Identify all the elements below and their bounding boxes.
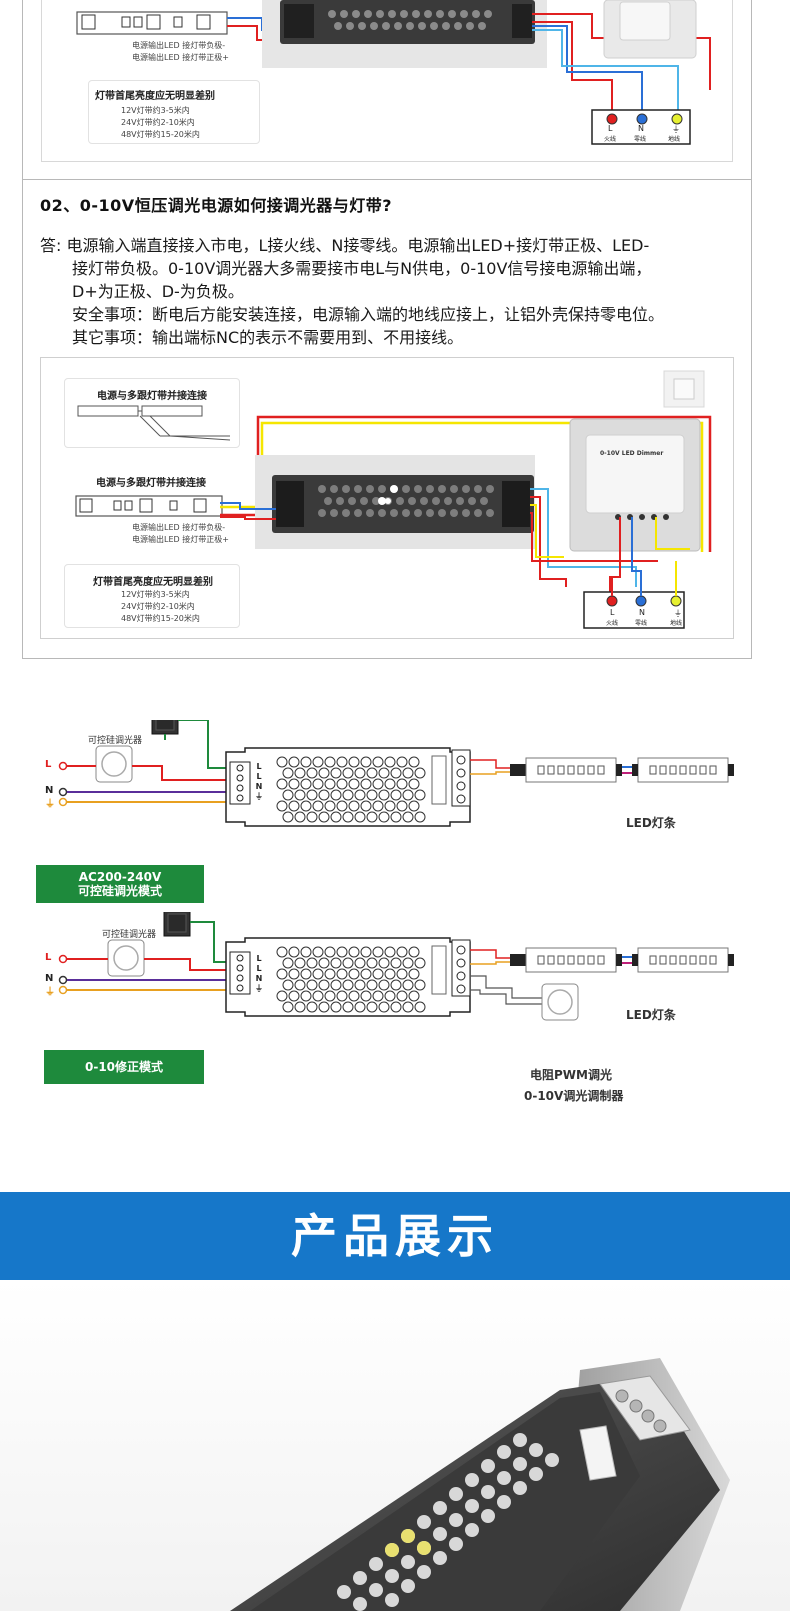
answer-line-3: D+为正极、D-为负极。 — [72, 282, 244, 301]
pwm-label-1: 电阻PWM调光 — [530, 1068, 612, 1082]
faq-terminal-ground-sub: 地线 — [670, 620, 683, 627]
dimmer-panel-text: 0-10V LED Dimmer — [600, 450, 664, 457]
top-brightness-box: 灯带首尾亮度应无明显差别 12V灯带约3-5米内 24V灯带约2-10米内 48… — [88, 80, 260, 144]
psu-body — [272, 475, 534, 533]
wiring2-label-l: L — [45, 952, 52, 963]
faq-terminal-ground: ⏚ — [674, 609, 682, 618]
wiring1-tag-line-1: AC200-240V — [78, 870, 162, 884]
wiring2-pin-4: ⏚ — [255, 984, 263, 993]
series-strips-diagram — [77, 405, 231, 441]
wiring1-mode-tag: AC200-240V 可控硅调光模式 — [36, 865, 204, 903]
terminal-l: L — [608, 124, 613, 133]
parallel-strip-icon — [75, 495, 223, 517]
wiring-diagram-2 — [58, 912, 734, 1021]
wiring1-label-ground: ⏚ — [45, 799, 55, 810]
parallel-title: 电源与多跟灯带并接连接 — [96, 478, 206, 489]
brightness-box: 灯带首尾亮度应无明显差别 12V灯带约3-5米内 24V灯带约2-10米内 48… — [64, 564, 240, 628]
faq-terminal-l-sub: 火线 — [606, 620, 619, 627]
parallel-output-notes: 电源输出LED 接灯带负极- 电源输出LED 接灯带正极+ — [132, 522, 272, 546]
product-photo — [0, 1280, 790, 1611]
brightness-line-48v: 48V灯带约15-20米内 — [121, 130, 200, 139]
wiring1-dimmer-label: 可控硅调光器 — [88, 736, 143, 746]
brightness-title: 灯带首尾亮度应无明显差别 — [95, 91, 215, 102]
top-diagram — [76, 0, 711, 145]
pwm-label-2: 0-10V调光调制器 — [524, 1089, 624, 1103]
faq-terminal-labels: L N ⏚ 火线 零线 地线 — [584, 608, 684, 628]
wiring2-pin-2: L — [256, 964, 262, 973]
parallel-note-positive: 电源输出LED 接灯带正极+ — [132, 535, 229, 544]
faq-terminal-n-sub: 零线 — [635, 620, 648, 627]
question-title: 02、0-10V恒压调光电源如何接调光器与灯带? — [40, 196, 392, 215]
answer-line-2: 接灯带负极。0-10V调光器大多需要接市电L与N供电，0-10V信号接电源输出端… — [72, 259, 652, 278]
answer-line-5: 其它事项：输出端标NC的表示不需要用到、不用接线。 — [72, 328, 464, 347]
wiring1-label-l: L — [45, 759, 52, 770]
top-terminal-labels: L N ⏚ 火线 零线 地线 — [592, 124, 690, 144]
wiring1-pin-2: L — [256, 772, 262, 781]
product-showcase-banner: 产品展示 — [0, 1192, 790, 1280]
series-title: 电源与多跟灯带并接连接 — [97, 391, 207, 402]
wiring2-mode-tag: 0-10修正模式 — [44, 1050, 204, 1084]
terminal-l-sub: 火线 — [604, 136, 617, 143]
terminal-block — [583, 591, 685, 629]
terminal-ground-sub: 地线 — [668, 136, 681, 143]
led-strip-icon — [76, 11, 228, 35]
wiring1-strip-label: LED灯条 — [626, 816, 676, 830]
top-output-notes: 电源输出LED 接灯带负极- 电源输出LED 接灯带正极+ — [132, 40, 272, 64]
faq-terminal-l: L — [610, 608, 615, 617]
wiring2-dimmer-label: 可控硅调光器 — [102, 930, 157, 940]
wiring2-pin-3: N — [255, 974, 263, 983]
brightness-line-24v: 24V灯带约2-10米内 — [121, 118, 195, 127]
wiring2-tag-text: 0-10修正模式 — [84, 1060, 164, 1074]
wiring2-psu-pins: L L N ⏚ — [254, 954, 264, 994]
wiring2-label-ground: ⏚ — [45, 987, 55, 998]
answer-line-1: 答: 电源输入端直接接入市电，L接火线、N接零线。电源输出LED+接灯带正极、L… — [40, 236, 650, 255]
wiring2-label-n: N — [45, 973, 54, 984]
brightness-line-12v: 12V灯带约3-5米内 — [121, 106, 190, 115]
wiring2-strip-label: LED灯条 — [626, 1008, 676, 1022]
note-positive: 电源输出LED 接灯带正极+ — [132, 53, 229, 62]
answer-line-4: 安全事项：断电后方能安装连接，电源输入端的地线应接上，让铝外壳保持零电位。 — [72, 305, 665, 324]
terminal-n: N — [638, 124, 644, 133]
wiring1-tag-line-2: 可控硅调光模式 — [77, 884, 162, 898]
dimmer-wiring-diagram — [220, 370, 712, 629]
brightness2-line-48v: 48V灯带约15-20米内 — [121, 614, 200, 623]
wiring-diagram-1 — [58, 720, 734, 827]
terminal-n-sub: 零线 — [634, 136, 647, 143]
terminal-ground: ⏚ — [672, 125, 680, 134]
wiring2-pin-1: L — [256, 954, 262, 963]
wiring1-label-n: N — [45, 785, 54, 796]
brightness2-line-12v: 12V灯带约3-5米内 — [121, 590, 190, 599]
faq-terminal-n: N — [639, 608, 645, 617]
note-negative: 电源输出LED 接灯带负极- — [132, 41, 226, 50]
wiring1-pin-1: L — [256, 762, 262, 771]
wiring1-pin-4: ⏚ — [255, 792, 263, 801]
brightness2-line-24v: 24V灯带约2-10米内 — [121, 602, 195, 611]
brightness-title-2: 灯带首尾亮度应无明显差别 — [93, 577, 213, 588]
banner-title: 产品展示 — [291, 1209, 499, 1263]
wiring1-psu-pins: L L N ⏚ — [254, 762, 264, 802]
wiring1-pin-3: N — [255, 782, 263, 791]
parallel-note-negative: 电源输出LED 接灯带负极- — [132, 523, 226, 532]
answer-block: 答: 电源输入端直接接入市电，L接火线、N接零线。电源输出LED+接灯带正极、L… — [40, 234, 745, 349]
